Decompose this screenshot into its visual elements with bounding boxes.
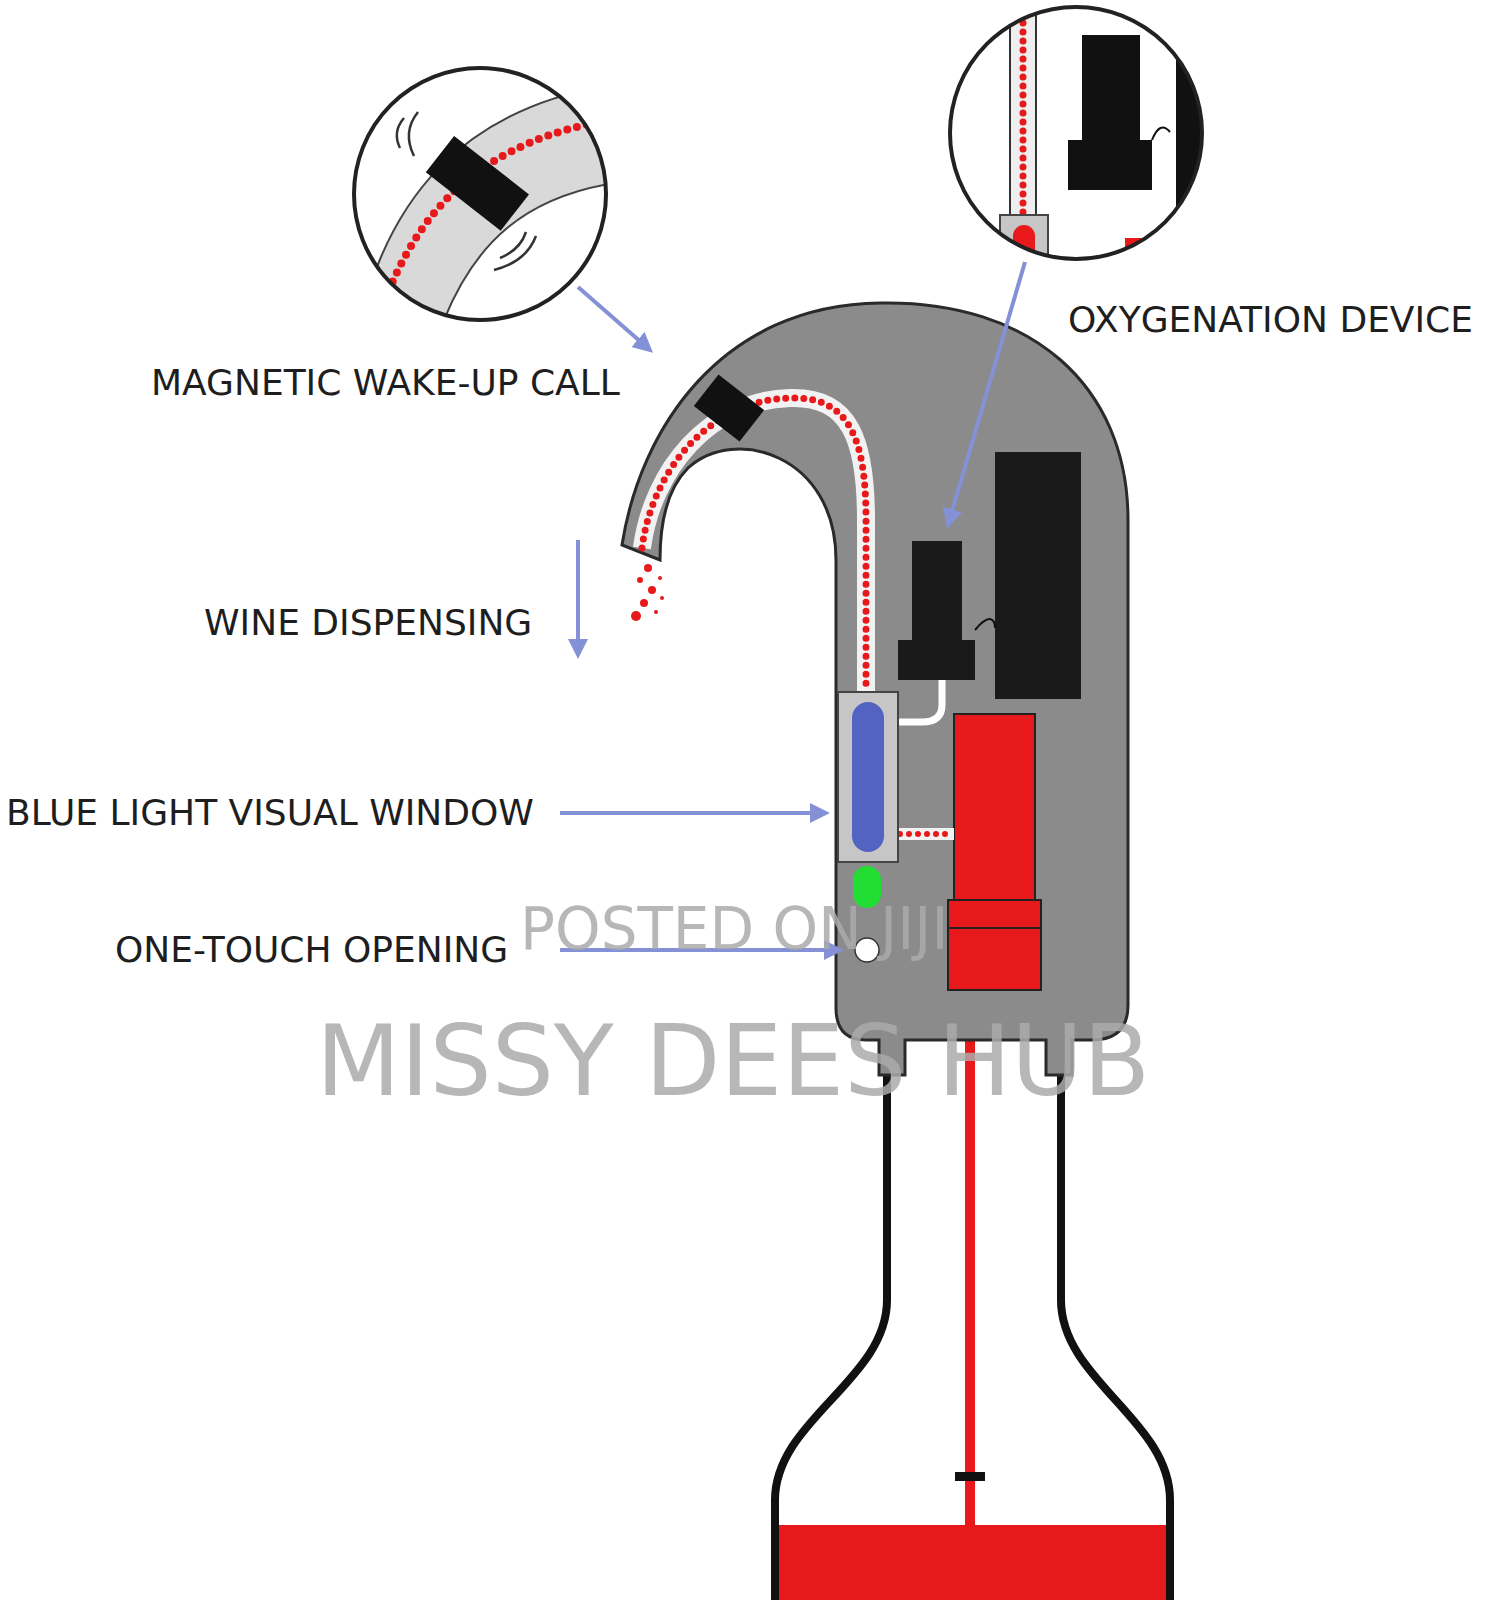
watermark: MISSY DEES HUB bbox=[316, 1008, 1150, 1116]
wine-pump bbox=[954, 714, 1035, 900]
magnetic-band bbox=[694, 374, 764, 441]
magnetic-zoom bbox=[354, 68, 640, 330]
spout-tube bbox=[642, 398, 866, 692]
leader-arrows bbox=[560, 262, 1025, 950]
wine-level bbox=[779, 1525, 1166, 1600]
visual-window bbox=[838, 692, 898, 862]
tube-stop bbox=[955, 1472, 985, 1481]
wine-drips bbox=[631, 564, 664, 621]
wine-flow bbox=[642, 398, 866, 692]
callout-label: ONE-TOUCH OPENING bbox=[115, 930, 508, 970]
blue-light bbox=[852, 702, 884, 852]
watermark: POSTED ON JIJI bbox=[520, 898, 949, 962]
callout-label: WINE DISPENSING bbox=[204, 603, 532, 643]
oxygenation-pump bbox=[898, 541, 975, 680]
battery bbox=[995, 452, 1081, 699]
callout-label: MAGNETIC WAKE-UP CALL bbox=[151, 363, 620, 403]
callout-label: OXYGENATION DEVICE bbox=[1068, 300, 1473, 340]
air-tube bbox=[898, 680, 942, 722]
oxygenation-zoom bbox=[950, 0, 1216, 278]
callout-label: BLUE LIGHT VISUAL WINDOW bbox=[6, 793, 534, 833]
